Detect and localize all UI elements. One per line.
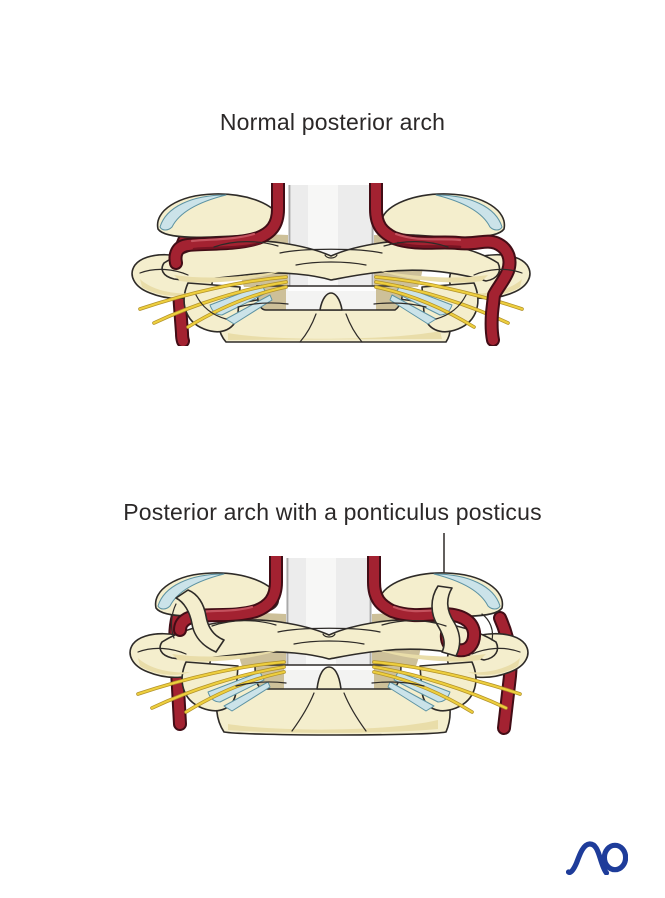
c2-spinous-tip (316, 666, 342, 690)
ponticulus-posticus-left (170, 589, 225, 653)
bone-contours (137, 620, 521, 732)
logo-letter-a (566, 841, 610, 875)
posterior-arch (159, 619, 499, 661)
c2-nerve-roots (136, 660, 522, 714)
figure-title-ponticulus-posticus: Posterior arch with a ponticulus posticu… (123, 499, 542, 525)
c2-spinous-tip (319, 292, 343, 311)
vertebral-artery-left (168, 183, 285, 270)
illustration-normal-posterior-arch (131, 183, 531, 346)
vertebral-artery-right (369, 183, 517, 346)
ao-logo (566, 841, 628, 875)
bone-contours (139, 241, 523, 343)
atlas-c1-bone (129, 572, 529, 712)
illustration-ponticulus-posticus (129, 556, 529, 736)
logo-letter-o (601, 842, 628, 873)
ponticulus-posticus-right (431, 585, 494, 657)
posterior-arch (161, 240, 501, 282)
figure-title-normal-arch: Normal posterior arch (219, 109, 446, 135)
